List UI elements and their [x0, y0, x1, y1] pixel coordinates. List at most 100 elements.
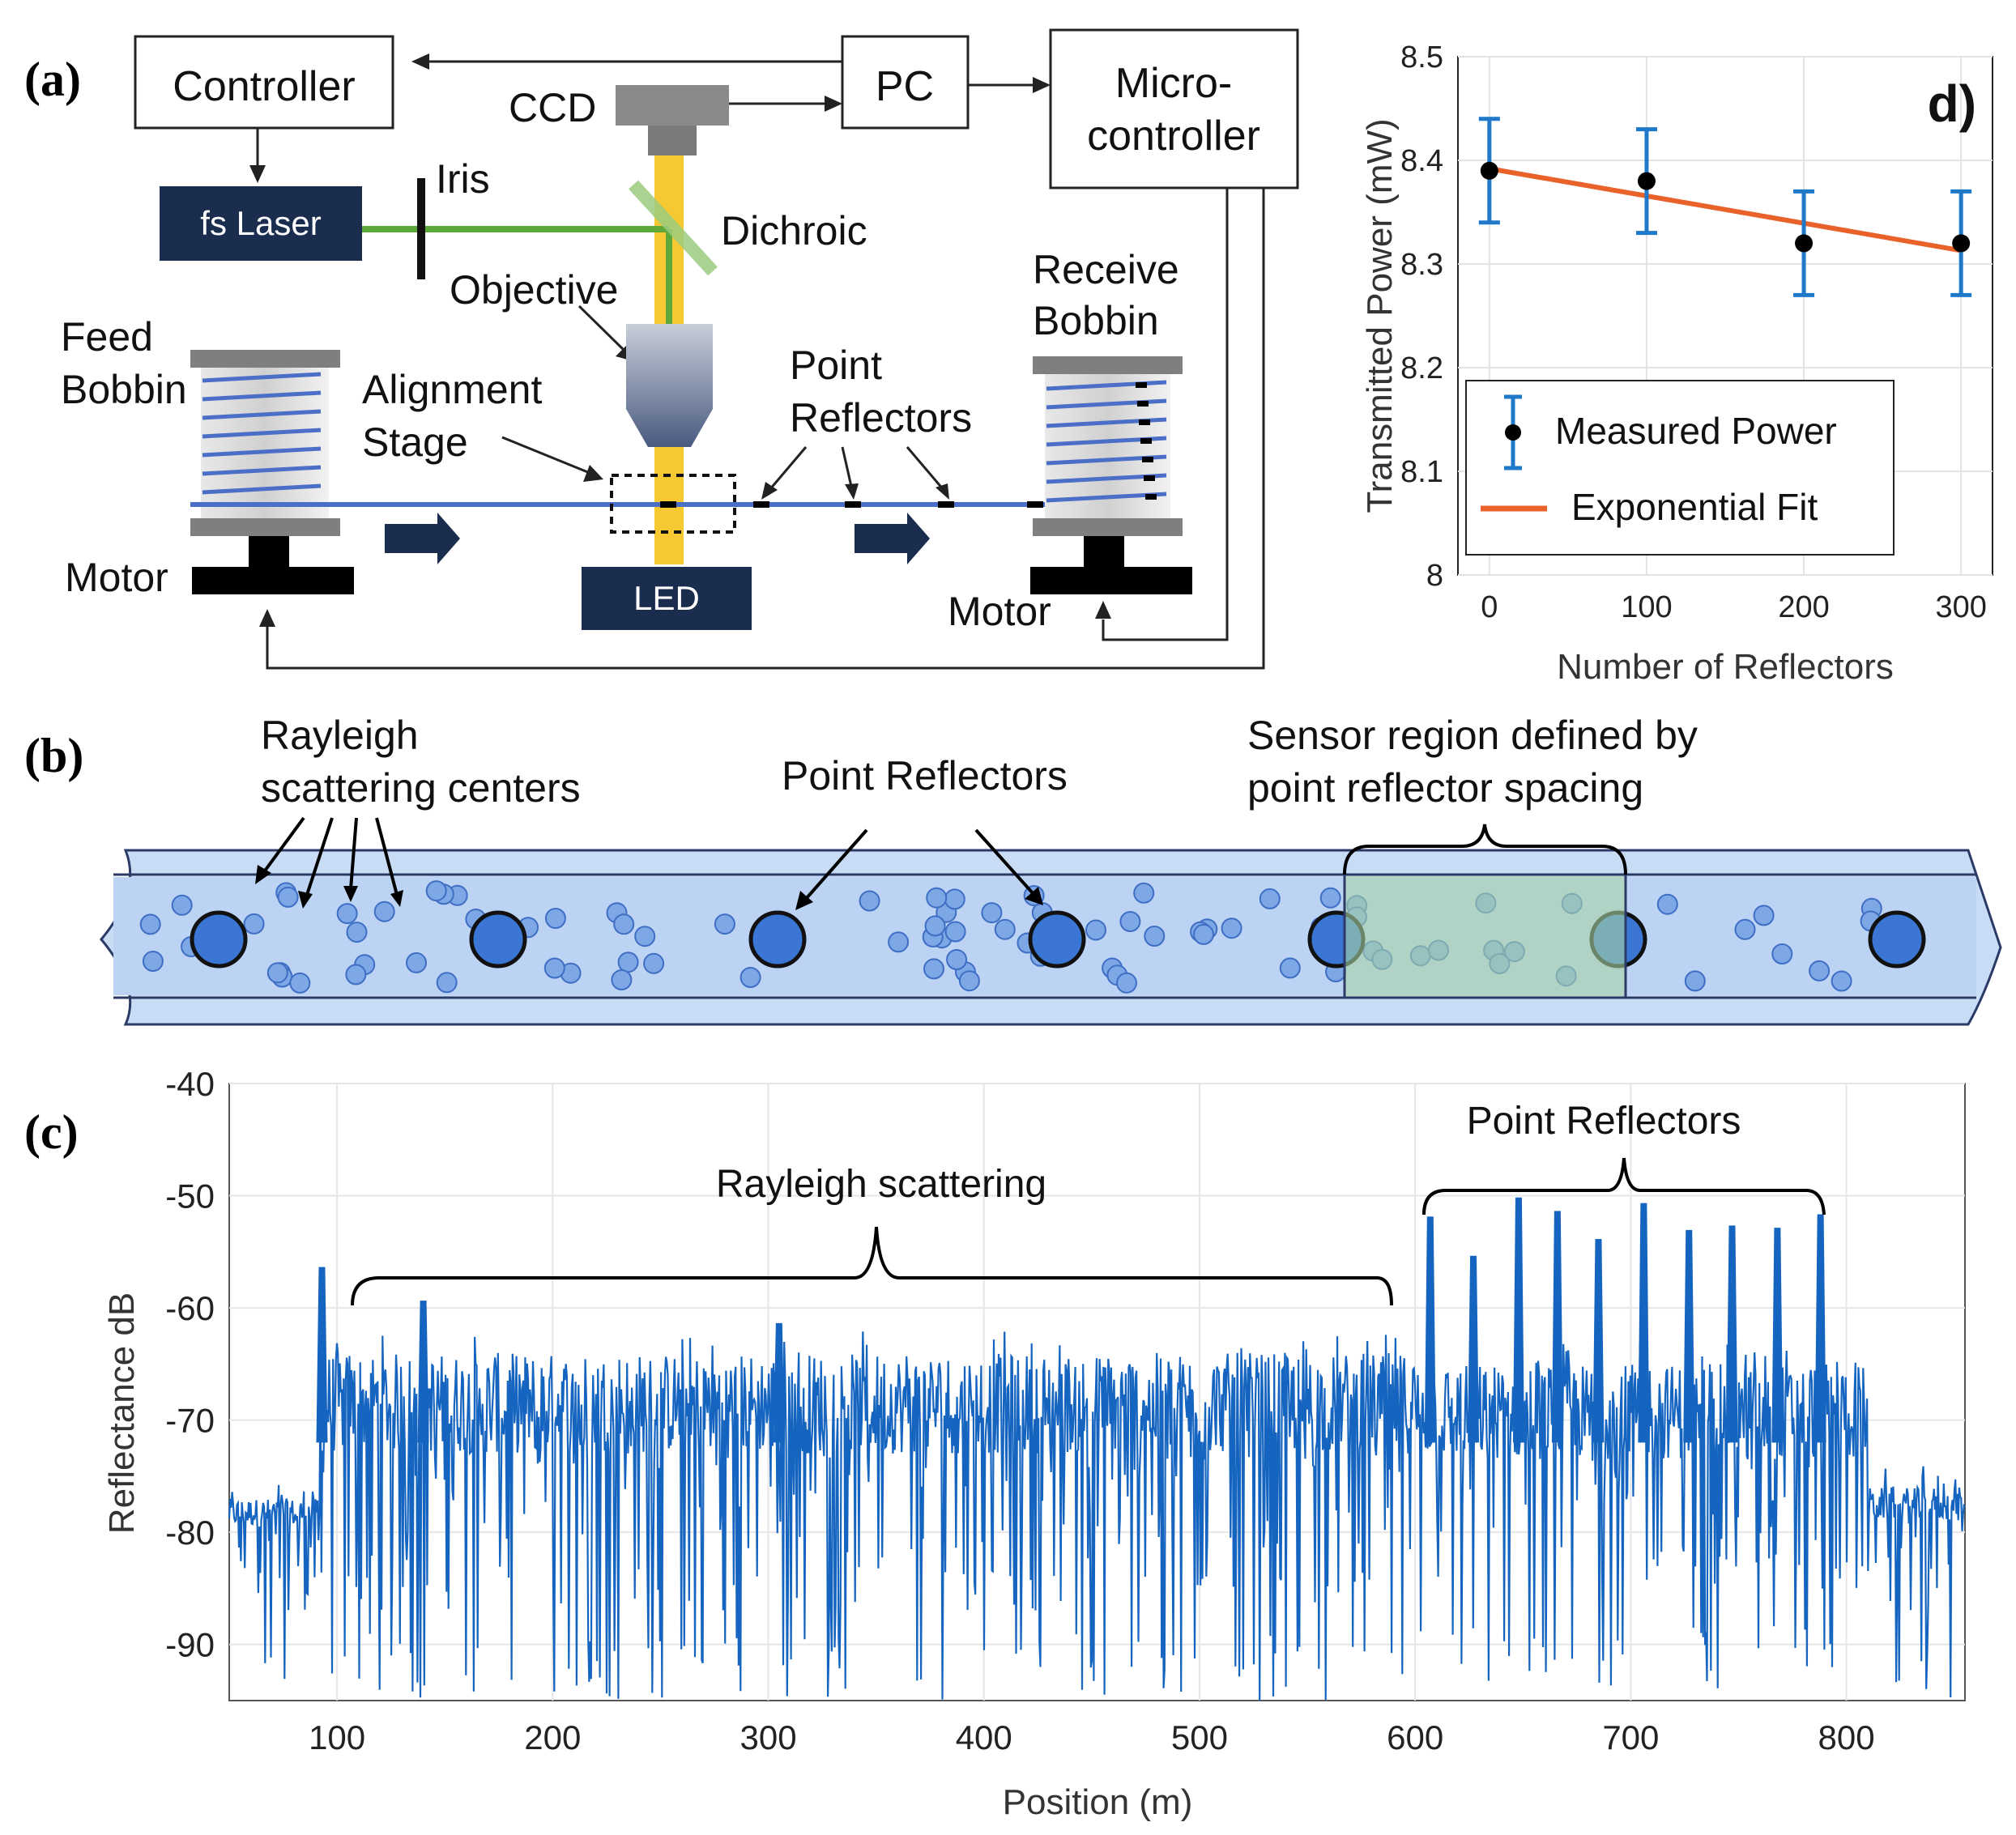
rayleigh-center: [1319, 887, 1341, 909]
rayleigh-label-1: Rayleigh: [261, 713, 419, 758]
panel-c-ytick: -80: [165, 1514, 215, 1552]
fs-laser-label: fs Laser: [200, 204, 321, 242]
rayleigh-center: [611, 969, 633, 990]
panel-c-xlabel: Position (m): [1003, 1782, 1193, 1822]
rayleigh-label-2: scattering centers: [261, 765, 581, 811]
panel-c-xtick: 600: [1387, 1718, 1443, 1756]
receive-motor: [1030, 567, 1192, 594]
alignment-arrowhead: [583, 465, 603, 482]
ccd-body: [616, 85, 729, 126]
rayleigh-center: [336, 903, 358, 925]
rayleigh-center: [171, 894, 193, 916]
rayleigh-center: [888, 931, 910, 953]
panel-c-ytick: -90: [165, 1626, 215, 1664]
motor-left-label: Motor: [65, 555, 168, 600]
rayleigh-center: [1734, 918, 1756, 940]
led-label: LED: [633, 579, 700, 617]
panel-d-xtick: 200: [1778, 590, 1829, 624]
rayleigh-center: [346, 922, 368, 943]
point-reflector-b-arrowheads: [795, 887, 1043, 910]
rayleigh-center: [944, 921, 966, 943]
receive-label-2: Bobbin: [1033, 298, 1159, 343]
alignment-label-1: Alignment: [362, 367, 542, 412]
alignment-pointer: [501, 436, 590, 475]
rayleigh-center: [1119, 911, 1141, 932]
fiber-reflectors: [660, 501, 1043, 508]
rayleigh-center: [1144, 926, 1166, 947]
panel-c-xtick: 100: [309, 1718, 365, 1756]
dichroic-label: Dichroic: [721, 208, 867, 253]
panel-c-xtick: 800: [1818, 1718, 1875, 1756]
legend-point-icon: [1505, 424, 1521, 441]
rayleigh-center: [859, 890, 880, 912]
rayleigh-center: [1116, 972, 1137, 994]
feed-bobbin-coil: [202, 372, 322, 495]
receive-bobbin-reflectors: [1136, 382, 1157, 500]
arrowhead-micro: [1033, 77, 1051, 93]
panel-a-label: (a): [24, 53, 81, 106]
rayleigh-center: [345, 964, 367, 986]
panel-d-xtick: 100: [1621, 590, 1672, 624]
panel-d-ylabel: Transmitted Power (mW): [1360, 118, 1400, 513]
point-reflector: [748, 910, 807, 969]
reflector-spike: [1512, 1197, 1524, 1443]
panel-a: (a) Controller PC Micro- controller CCD …: [24, 28, 1299, 670]
receive-motor-shaft: [1084, 536, 1124, 567]
ccd-label: CCD: [509, 85, 596, 130]
feed-bobbin-core: [201, 368, 329, 518]
point-reflector: [469, 910, 527, 969]
reflector-spike: [316, 1267, 328, 1443]
sensor-label-1: Sensor region defined by: [1247, 713, 1698, 758]
panel-d-ytick: 8.5: [1400, 40, 1443, 75]
motor-right-label: Motor: [948, 589, 1051, 634]
legend-measured-label: Measured Power: [1555, 410, 1837, 452]
panel-d-ytick: 8.2: [1400, 351, 1443, 385]
point-reflector: [190, 910, 248, 969]
rayleigh-center: [373, 900, 395, 922]
reflectance-trace: [228, 1331, 1965, 1701]
reflector-spike: [1468, 1255, 1480, 1443]
rayleigh-center: [1279, 957, 1301, 979]
rayleigh-center: [739, 967, 761, 988]
rayleigh-center: [981, 902, 1003, 924]
panel-b-label: (b): [24, 729, 83, 782]
point-reflector: [1868, 910, 1926, 969]
panel-c-ytick: -70: [165, 1402, 215, 1440]
reflector-spike: [1683, 1229, 1695, 1443]
sensor-region: [1343, 873, 1627, 999]
micro-to-motor-left-wire: [266, 188, 1265, 670]
fit-line: [1489, 166, 1962, 253]
measured-point: [1480, 161, 1498, 180]
arrowhead-pc: [825, 96, 842, 112]
panel-d-ytick: 8.3: [1400, 248, 1443, 282]
rayleigh-center: [714, 913, 735, 935]
rayleigh-center: [243, 913, 265, 935]
rayleigh-center: [436, 972, 458, 994]
alignment-label-2: Stage: [362, 419, 468, 465]
rayleigh-center: [1771, 943, 1793, 964]
rayleigh-center: [923, 958, 944, 980]
legend-fit-label: Exponential Fit: [1571, 486, 1818, 528]
point-reflectors-label-2: Reflectors: [790, 395, 972, 441]
alignment-stage-box: [610, 474, 736, 534]
motor-right-arrowhead: [1095, 601, 1111, 619]
panel-c-label: (c): [24, 1105, 79, 1159]
panel-b: (b) Rayleigh scattering centers Point Re…: [24, 713, 2002, 1026]
point-reflector: [1028, 910, 1086, 969]
panel-d-label: d): [1928, 75, 1976, 133]
point-reflectors-b-label: Point Reflectors: [782, 753, 1068, 798]
motion-arrow-right: [855, 513, 930, 564]
reflector-spike: [1814, 1214, 1826, 1443]
point-reflector-b-pointers: [804, 828, 1034, 900]
rayleigh-center: [277, 886, 299, 908]
iris-label: Iris: [436, 156, 490, 202]
micro-label-2: controller: [1087, 113, 1260, 160]
controller-label: Controller: [173, 63, 355, 110]
pc-box: [841, 35, 970, 130]
panel-c-ytick: -50: [165, 1177, 215, 1216]
rayleigh-center: [1809, 960, 1831, 981]
